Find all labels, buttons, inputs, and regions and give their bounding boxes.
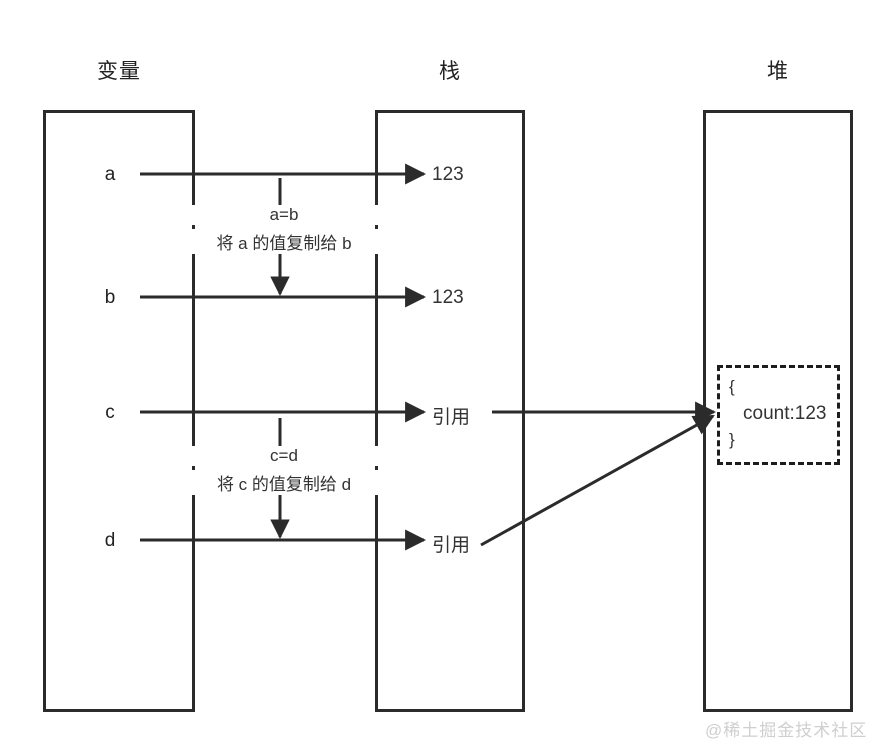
annotation-desc-cd: 将 c 的值复制给 d [185,470,383,495]
heap-object-box [717,365,840,465]
annotation-expr-ab: a=b [185,205,383,225]
variable-label-d: d [104,530,116,551]
heap-open-brace: { [729,377,735,396]
variable-label-a: a [104,164,116,185]
variable-label-b: b [104,287,116,308]
heap-property-count: count:123 [743,403,827,424]
column-header-stack: 栈 [439,60,461,83]
annotation-expr-cd: c=d [185,446,383,466]
stack-value-c: 引用 [432,407,471,428]
column-header-heap: 堆 [767,60,789,83]
annotation-desc-ab: 将 a 的值复制给 b [185,229,383,254]
heap-close-brace: } [729,430,735,449]
stack-value-a: 123 [432,164,464,185]
stack-value-d: 引用 [432,535,471,556]
variable-label-c: c [105,402,115,423]
stack-value-b: 123 [432,287,464,308]
column-header-variable: 变量 [97,60,141,83]
watermark-text: @稀土掘金技术社区 [705,721,868,740]
